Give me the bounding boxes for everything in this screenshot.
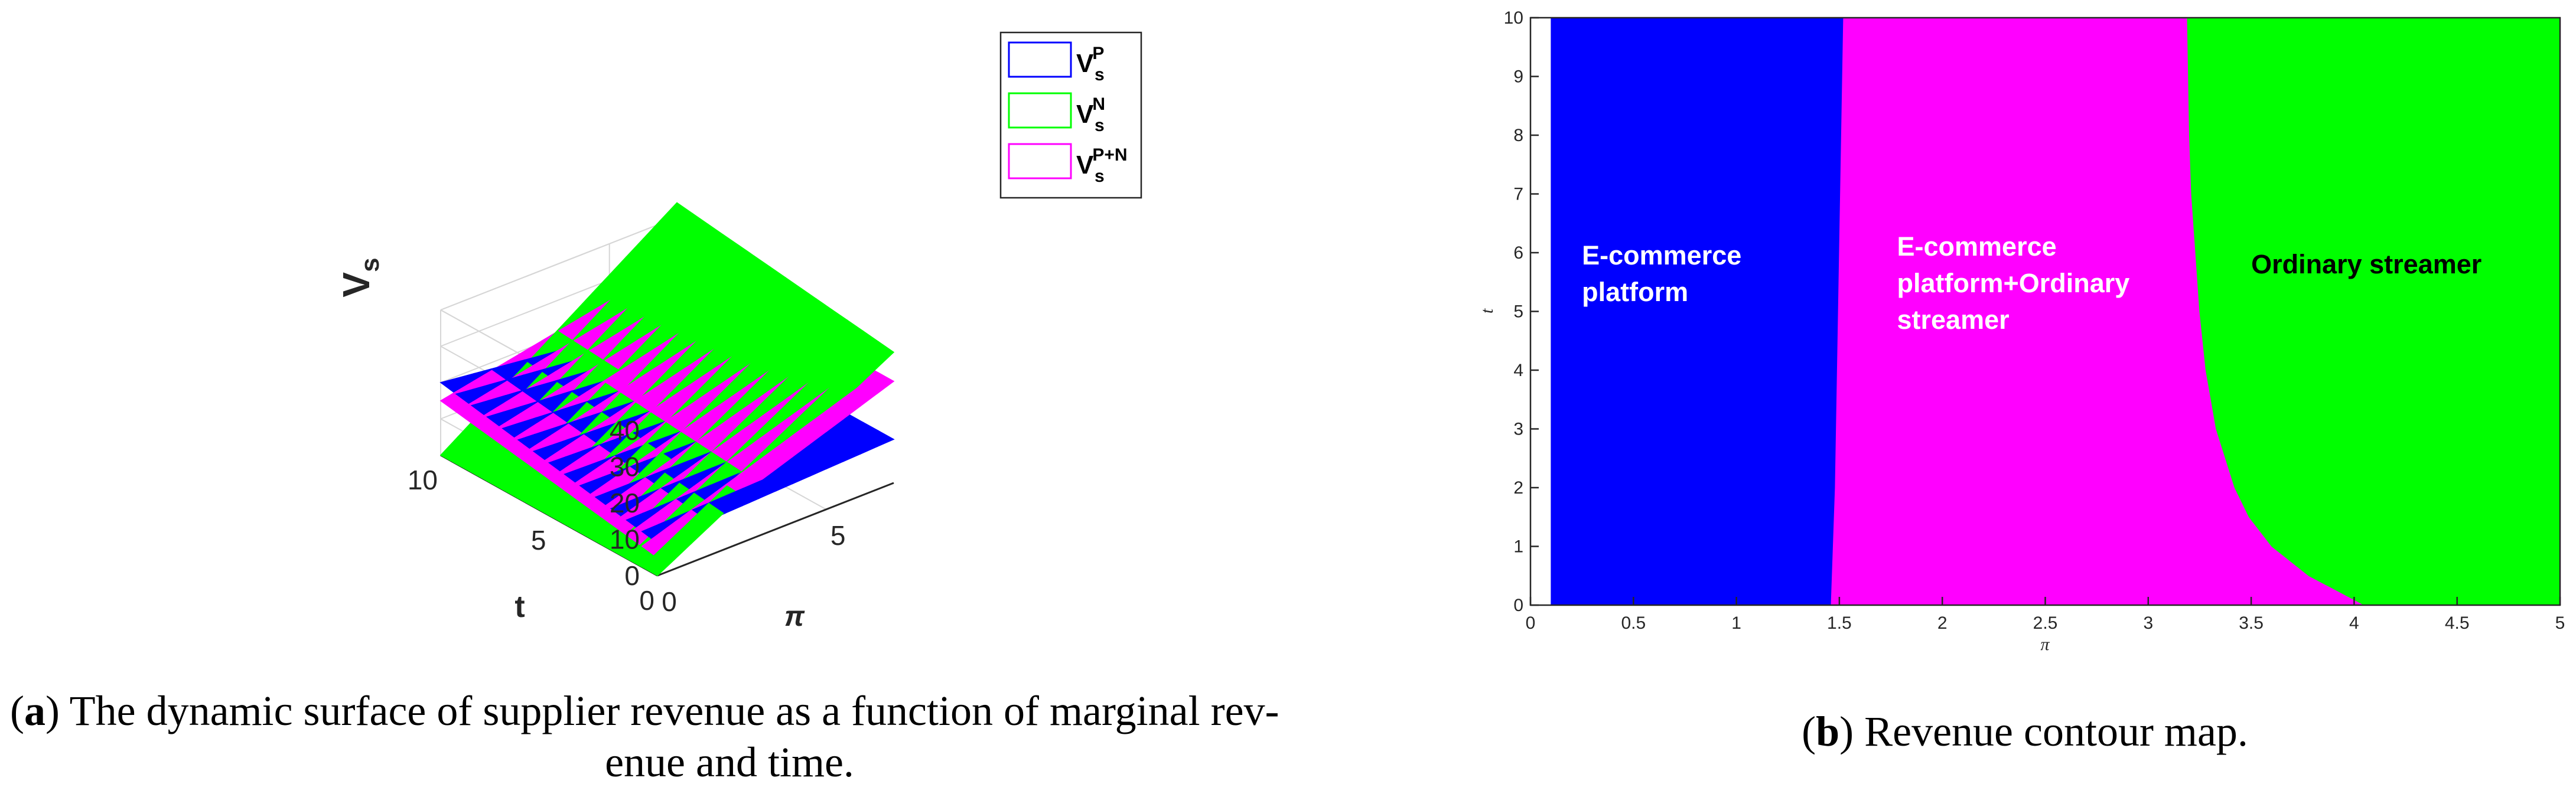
region-labels: E-commerce platform E-commerce platform+Ord…	[1582, 231, 2481, 335]
y-tick-label: 2	[1513, 478, 1523, 498]
y-axis-label: t	[1477, 308, 1497, 313]
z-tick-label: 30	[610, 452, 640, 482]
y-tick-label: 10	[1504, 8, 1523, 28]
box-edge	[440, 217, 678, 311]
legend-swatch	[1008, 143, 1072, 179]
region-label-0: platform	[1582, 277, 1688, 307]
y-tick-label: 10	[408, 465, 438, 495]
x-tick-label: 0.5	[1621, 613, 1646, 633]
x-tick-label: 2	[1937, 613, 1948, 633]
y-tick-label: 5	[531, 525, 546, 556]
y-tick-label: 1	[1513, 537, 1523, 557]
y-tick-label: 0	[1513, 596, 1523, 615]
y-tick-label: 4	[1513, 361, 1523, 380]
y-tick-label: 6	[1513, 243, 1523, 263]
region-label-1: E-commerce	[1897, 231, 2057, 262]
y-tick-label: 8	[1513, 126, 1523, 145]
region-label-1: platform+Ordinary	[1897, 268, 2130, 298]
x-axis-line	[657, 482, 894, 577]
region-label-2: Ordinary streamer	[2251, 249, 2481, 279]
contour-chart: 0 0.5 1 1.5 2 2.5 3 3.5 4 4.5 5 0 1 2 3 4 5 6 7 8 9 10 E-comm…	[1477, 8, 2565, 654]
x-tick-label: 3.5	[2239, 613, 2264, 633]
caption-a-line-1: (a) The dynamic surface of supplier reve…	[10, 687, 1279, 734]
caption-b: (b) Revenue contour map.	[1802, 708, 2248, 755]
x-tick-label: 2.5	[2033, 613, 2058, 633]
y-tick-label: 9	[1513, 67, 1523, 87]
z-axis-label: Vs	[335, 257, 385, 297]
legend-swatch	[1008, 41, 1072, 78]
region-0	[1551, 17, 1844, 606]
x-axis-label: π	[2040, 635, 2050, 654]
x-tick-label: 5	[2555, 613, 2565, 633]
legend-swatch	[1008, 92, 1072, 129]
y-axis-label: t	[514, 590, 525, 624]
z-tick-label: 20	[610, 488, 640, 518]
surface-patch-series-2	[860, 372, 895, 394]
x-tick-label: 3	[2143, 613, 2153, 633]
surface-patch-series-1	[861, 341, 895, 369]
x-tick-label: 5	[831, 520, 846, 551]
surfaces	[439, 202, 895, 576]
regions	[1551, 17, 2561, 606]
z-tick-label: 0	[624, 560, 640, 591]
x-tick-label: 4.5	[2445, 613, 2470, 633]
y-tick-label: 5	[1513, 302, 1523, 322]
x-tick-label: 1.5	[1827, 613, 1852, 633]
region-label-1: streamer	[1897, 305, 2010, 335]
surface-patch-series-0	[860, 430, 895, 448]
x-tick-label: 0	[662, 586, 677, 617]
x-tick-label: 1	[1731, 613, 1741, 633]
z-tick-label: 40	[610, 415, 640, 446]
x-tick-label: 4	[2349, 613, 2359, 633]
tick-labels: 0 0.5 1 1.5 2 2.5 3 3.5 4 4.5 5 0 1 2 3 4 5 6 7 8 9 10	[1504, 8, 2565, 633]
caption-a-line-2: enue and time.	[605, 739, 854, 786]
y-tick-label: 7	[1513, 185, 1523, 204]
tick-labels: 0 10 20 30 40 0 5 10 0 5	[408, 415, 846, 617]
y-tick-label: 3	[1513, 420, 1523, 439]
x-tick-label: 0	[1526, 613, 1536, 633]
z-tick-label: 10	[610, 524, 640, 555]
y-tick-label: 0	[639, 585, 654, 616]
region-label-0: E-commerce	[1582, 240, 1741, 270]
x-axis-label: π	[784, 601, 805, 632]
